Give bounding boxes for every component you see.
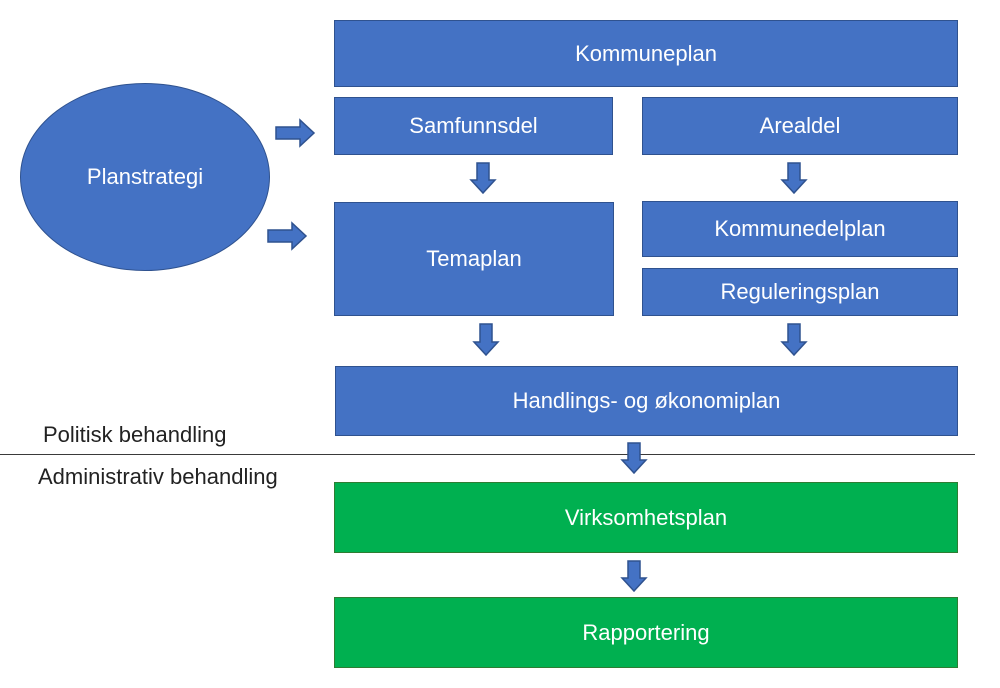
temaplan-label: Temaplan <box>426 246 522 271</box>
administrativ-behandling-label: Administrativ behandling <box>38 464 278 489</box>
kommuneplan-label: Kommuneplan <box>575 40 717 66</box>
arrow-down-icon <box>620 442 648 475</box>
handlingsplan-label: Handlings- og økonomiplan <box>512 388 781 413</box>
temaplan-node: Temaplan <box>334 202 614 316</box>
arrow-right-icon <box>267 221 308 251</box>
virksomhetsplan-node: Virksomhetsplan <box>334 482 958 553</box>
rapportering-node: Rapportering <box>334 597 958 668</box>
rapportering-label: Rapportering <box>582 619 710 645</box>
arrow-down-icon <box>472 323 500 357</box>
samfunnsdel-node: Samfunnsdel <box>334 97 613 155</box>
arrow-down-icon <box>780 162 808 195</box>
kommuneplan-node: Kommuneplan <box>334 20 958 87</box>
reguleringsplan-node: Reguleringsplan <box>642 268 958 316</box>
behandling-divider <box>0 454 975 455</box>
handlingsplan-node: Handlings- og økonomiplan <box>335 366 958 436</box>
planstrategi-node: Planstrategi <box>20 83 270 271</box>
arrow-right-icon <box>275 118 316 148</box>
samfunnsdel-label: Samfunnsdel <box>409 113 538 138</box>
politisk-behandling-label: Politisk behandling <box>43 422 227 447</box>
reguleringsplan-label: Reguleringsplan <box>720 279 880 304</box>
virksomhetsplan-label: Virksomhetsplan <box>564 504 728 530</box>
arrow-down-icon <box>780 323 808 357</box>
arrow-down-icon <box>620 560 648 593</box>
arealdel-node: Arealdel <box>642 97 958 155</box>
planstrategi-label: Planstrategi <box>86 164 204 189</box>
kommunedelplan-label: Kommunedelplan <box>714 216 886 241</box>
arrow-down-icon <box>469 162 497 195</box>
arealdel-label: Arealdel <box>759 113 841 138</box>
kommunedelplan-node: Kommunedelplan <box>642 201 958 257</box>
